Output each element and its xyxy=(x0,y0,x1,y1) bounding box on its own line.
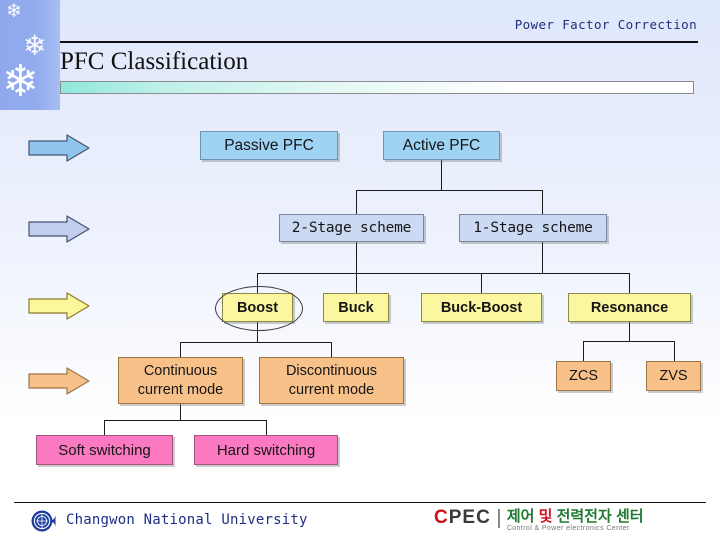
connector xyxy=(180,404,182,421)
node-label: Passive PFC xyxy=(224,136,314,154)
page-title: PFC Classification xyxy=(60,48,249,75)
cpec-wordmark: CPEC xyxy=(434,508,491,528)
header-divider xyxy=(60,41,698,43)
arrow-level-1 xyxy=(27,133,91,163)
node-label: 2-Stage scheme xyxy=(291,220,412,236)
connector xyxy=(583,341,585,361)
connector xyxy=(257,322,259,343)
connector xyxy=(257,273,259,293)
node-label: Continuous current mode xyxy=(137,362,224,398)
cpec-korean-name: 제어 및 전력전자 센터 xyxy=(507,508,644,525)
arrow-level-4 xyxy=(27,366,91,396)
connector xyxy=(104,420,266,422)
node-discontinuous-current-mode[interactable]: Discontinuous current mode xyxy=(259,357,404,404)
connector xyxy=(180,342,182,358)
node-zcs[interactable]: ZCS xyxy=(556,361,611,391)
node-label: Buck-Boost xyxy=(440,299,523,316)
title-accent-bar xyxy=(60,81,694,94)
connector xyxy=(356,190,543,192)
snowflake-icon: ❄ xyxy=(2,57,39,106)
footer-divider xyxy=(14,502,706,503)
cpec-letter-c: C xyxy=(434,507,449,528)
snowflake-icon: ❄ xyxy=(23,30,47,61)
node-label: ZCS xyxy=(569,367,598,384)
connector xyxy=(674,341,676,361)
node-boost[interactable]: Boost xyxy=(222,293,293,322)
connector xyxy=(257,273,630,275)
decorative-snowflake-panel: ❄ ❄ ❄ xyxy=(0,0,60,110)
connector xyxy=(441,160,443,191)
node-resonance[interactable]: Resonance xyxy=(568,293,691,322)
connector xyxy=(266,420,268,435)
node-soft-switching[interactable]: Soft switching xyxy=(36,435,173,465)
node-passive-pfc[interactable]: Passive PFC xyxy=(200,131,338,160)
node-label: Discontinuous current mode xyxy=(285,362,378,398)
node-label: Boost xyxy=(236,299,279,316)
node-active-pfc[interactable]: Active PFC xyxy=(383,131,500,160)
cpec-english-name: Control & Power electronics Center xyxy=(506,525,630,532)
connector xyxy=(180,342,332,344)
footer-university-name: Changwon National University xyxy=(66,512,308,528)
connector xyxy=(331,342,333,358)
connector xyxy=(356,273,358,293)
node-one-stage-scheme[interactable]: 1-Stage scheme xyxy=(459,214,607,242)
node-label: Buck xyxy=(338,299,374,316)
connector xyxy=(542,190,544,214)
changwon-university-logo-icon xyxy=(31,510,56,532)
connector xyxy=(583,341,675,343)
node-two-stage-scheme[interactable]: 2-Stage scheme xyxy=(279,214,424,242)
node-label: ZVS xyxy=(659,367,688,384)
node-label: Hard switching xyxy=(216,441,316,459)
cpec-logo: CPEC 제어 및 전력전자 센터 Control & Power electr… xyxy=(434,508,644,533)
node-continuous-current-mode[interactable]: Continuous current mode xyxy=(118,357,243,404)
cpec-korean-part3: 전력전자 센터 xyxy=(552,508,644,525)
cpec-korean-part1: 제어 xyxy=(506,508,539,525)
connector xyxy=(481,273,483,293)
cpec-divider xyxy=(497,509,500,528)
node-buck[interactable]: Buck xyxy=(323,293,389,322)
connector xyxy=(542,242,544,274)
connector xyxy=(356,242,358,274)
cpec-letters-pec: PEC xyxy=(448,507,491,528)
snowflake-icon: ❄ xyxy=(6,1,22,22)
header-kicker: Power Factor Correction xyxy=(514,17,697,32)
arrow-level-2 xyxy=(27,214,91,244)
connector xyxy=(356,190,358,214)
node-label: Active PFC xyxy=(402,136,481,154)
connector xyxy=(629,322,631,342)
arrow-level-3 xyxy=(27,291,91,321)
node-buck-boost[interactable]: Buck-Boost xyxy=(421,293,542,322)
connector xyxy=(104,420,106,435)
node-zvs[interactable]: ZVS xyxy=(646,361,701,391)
node-label: Resonance xyxy=(590,299,669,316)
cpec-korean-part2: 및 xyxy=(538,508,553,525)
node-label: Soft switching xyxy=(58,441,151,459)
node-label: 1-Stage scheme xyxy=(473,220,593,236)
connector xyxy=(629,273,631,293)
node-hard-switching[interactable]: Hard switching xyxy=(194,435,338,465)
